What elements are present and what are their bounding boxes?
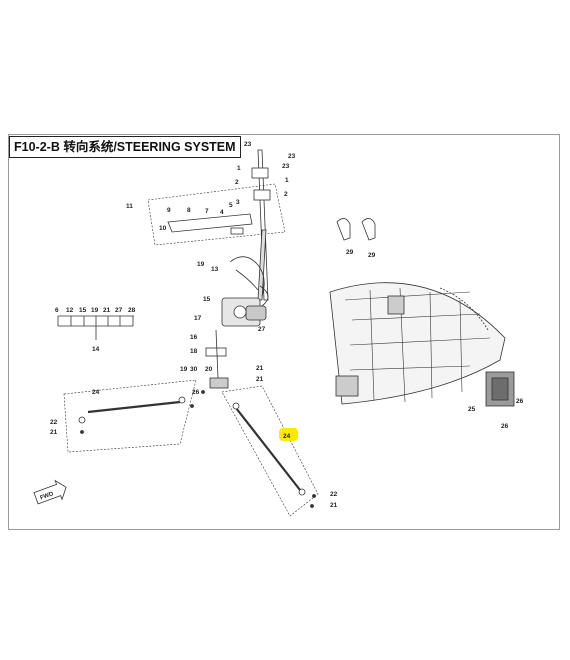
callout-label: 8	[187, 207, 191, 214]
callout-label: 13	[211, 266, 219, 273]
group-label: 28	[128, 307, 136, 314]
callout-label: 20	[205, 366, 213, 373]
callout-label: 14	[92, 346, 100, 353]
callout-label: 9	[167, 207, 171, 214]
callout-label: 11	[126, 203, 133, 210]
callout-label: 1	[285, 177, 289, 184]
callout-label: 23	[244, 141, 252, 148]
callout-label: 5	[229, 202, 233, 209]
callout-label: 29	[346, 249, 354, 256]
callout-label: 4	[220, 209, 224, 216]
callout-label: 26	[516, 398, 524, 405]
callout-label: 30	[190, 366, 198, 373]
callout-label: 18	[190, 348, 198, 355]
callout-label: 21	[256, 365, 264, 372]
group-label: 15	[79, 307, 87, 314]
callout-label: 16	[190, 334, 198, 341]
drawing-frame	[8, 134, 560, 530]
callout-label: 2	[284, 191, 288, 198]
group-label: 12	[66, 307, 74, 314]
callout-label: 19	[180, 366, 188, 373]
fwd-label: FWD	[39, 491, 55, 502]
callout-label: 21	[50, 429, 58, 436]
group-label: 27	[115, 307, 123, 314]
callout-label: 22	[50, 419, 58, 426]
callout-label: 25	[468, 406, 476, 413]
callout-label: 1	[237, 165, 241, 172]
callout-label: 29	[368, 252, 376, 259]
callout-highlight	[279, 428, 298, 441]
group-label: 21	[103, 307, 111, 314]
callout-label: 23	[282, 163, 290, 170]
group-label: 6	[55, 307, 59, 314]
callout-label: 2	[235, 179, 239, 186]
group-label: 19	[91, 307, 99, 314]
callout-label: 26	[192, 389, 200, 396]
callout-label: 15	[203, 296, 211, 303]
callout-label: 21	[256, 376, 264, 383]
callout-label: 21	[330, 502, 338, 509]
callout-label: 26	[501, 423, 509, 430]
callout-label: 27	[258, 326, 266, 333]
callout-label-highlighted: 24	[283, 433, 291, 440]
callout-label: 24	[92, 389, 100, 396]
callout-label: 23	[288, 153, 296, 160]
callout-label: 7	[205, 208, 209, 215]
callout-label: 17	[194, 315, 202, 322]
callout-label: 22	[330, 491, 338, 498]
callout-label: 19	[197, 261, 205, 268]
callout-label: 3	[236, 199, 240, 206]
diagram-title: F10-2-B 转向系统/STEERING SYSTEM	[9, 136, 241, 158]
callout-label: 10	[159, 225, 167, 232]
